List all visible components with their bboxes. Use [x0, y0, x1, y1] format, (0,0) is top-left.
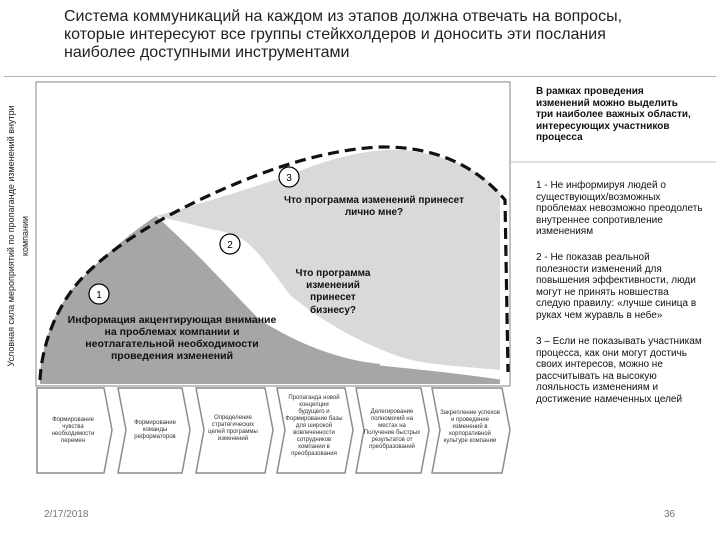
region-1-text: Информация акцентирующая внимание на про…: [68, 314, 277, 362]
title-line-2: которые интересуют все группы стейкхолде…: [64, 26, 606, 43]
svg-text:будущего и: будущего и: [298, 409, 329, 415]
svg-text:необходимости: необходимости: [52, 431, 95, 437]
svg-text:перемен: перемен: [61, 438, 85, 444]
footer-page-number: 36: [664, 509, 676, 520]
svg-text:Формирование: Формирование: [134, 420, 177, 426]
svg-text:сотрудников: сотрудников: [297, 437, 331, 443]
dashed-envelope: [38, 145, 510, 381]
svg-text:корпоративной: корпоративной: [449, 430, 491, 437]
stage-6-arrow: [431, 387, 511, 474]
svg-text:Делегирование: Делегирование: [371, 409, 414, 415]
stage-4-label: Пропаганда новой концепции будущего и Фо…: [285, 394, 342, 457]
stage-6-label: Закрепление успехов и проведение изменен…: [440, 410, 500, 444]
svg-text:неотлагательной необходимости: неотлагательной необходимости: [85, 338, 258, 350]
svg-text:полномочий на: полномочий на: [371, 415, 414, 422]
svg-text:преобразований: преобразований: [369, 443, 415, 450]
title-line-3: наиболее доступными инструментами: [64, 44, 350, 61]
svg-text:вовлеченности: вовлеченности: [293, 430, 335, 436]
stage-1-label: Формирование чувства необходимости перем…: [52, 417, 95, 444]
svg-text:Что программа изменений принес: Что программа изменений принесет: [284, 195, 464, 206]
svg-text:изменений в: изменений в: [452, 423, 487, 430]
svg-text:и проведение: и проведение: [451, 417, 490, 423]
region-3-text: Что программа изменений принесет лично м…: [284, 195, 464, 218]
region-3-area: [156, 149, 500, 370]
svg-text:культуре компании: культуре компании: [444, 438, 497, 444]
y-axis-label-line2: компании: [20, 216, 30, 256]
y-axis-label-line1: Условная сила мероприятий по пропаганде …: [6, 105, 16, 366]
svg-text:Закрепление успехов: Закрепление успехов: [440, 410, 500, 416]
stage-4-arrow: [276, 387, 354, 474]
svg-text:стратегических: стратегических: [212, 422, 254, 428]
svg-text:концепции: концепции: [299, 402, 328, 408]
svg-text:целей программы: целей программы: [208, 428, 258, 435]
footer-date: 2/17/2018: [44, 509, 89, 520]
svg-text:Определение: Определение: [214, 415, 253, 421]
region-1-area: [40, 216, 500, 384]
svg-text:Формирование базы: Формирование базы: [285, 416, 342, 422]
marker-1: 1: [88, 283, 110, 305]
svg-text:на проблемах компании и: на проблемах компании и: [105, 326, 240, 338]
svg-text:реформаторов: реформаторов: [134, 434, 176, 440]
panel-heading: В рамках проведения изменений можно выде…: [536, 86, 691, 144]
stage-3-label: Определение стратегических целей програм…: [208, 415, 258, 442]
svg-text:результатов от: результатов от: [372, 437, 413, 443]
svg-text:Пропаганда новой: Пропаганда новой: [288, 394, 339, 401]
svg-text:преобразования: преобразования: [291, 451, 337, 457]
stage-5-label: Делегирование полномочий на местах на По…: [364, 409, 420, 450]
svg-text:изменений: изменений: [306, 280, 360, 291]
svg-text:местах на: местах на: [378, 423, 406, 429]
region-2-text: Что программа изменений принесет бизнесу…: [296, 268, 371, 316]
title-line-1: Система коммуникаций на каждом из этапов…: [64, 8, 623, 25]
panel-item-2: 2 - Не показав реальной полезности измен…: [536, 252, 697, 321]
marker-2: 2: [219, 233, 241, 255]
stage-1-arrow: [36, 387, 113, 474]
stage-2-arrow: [117, 387, 191, 474]
svg-text:3: 3: [286, 173, 292, 184]
svg-text:лично мне?: лично мне?: [345, 207, 403, 218]
svg-text:для широкой: для широкой: [296, 422, 332, 429]
diagram-frame: [35, 81, 511, 387]
svg-text:Информация акцентирующая внима: Информация акцентирующая внимание: [68, 314, 277, 326]
stage-arrows: [36, 387, 511, 474]
svg-text:Формирование: Формирование: [52, 417, 95, 423]
slide-title: Система коммуникаций на каждом из этапов…: [64, 8, 704, 62]
svg-text:изменений: изменений: [218, 435, 248, 442]
svg-text:1: 1: [96, 290, 102, 301]
svg-text:чувства: чувства: [62, 424, 84, 430]
svg-text:2: 2: [227, 240, 233, 251]
title-divider: [4, 76, 716, 77]
marker-3: 3: [278, 166, 300, 188]
stage-5-arrow: [355, 387, 430, 474]
stage-3-arrow: [195, 387, 274, 474]
svg-text:компании в: компании в: [298, 444, 330, 450]
svg-text:принесет: принесет: [310, 292, 356, 303]
y-axis-label: Условная сила мероприятий по пропаганде …: [6, 105, 30, 366]
svg-text:Получение быстрых: Получение быстрых: [364, 430, 420, 436]
svg-text:команды: команды: [143, 427, 168, 433]
panel-item-3: 3 – Если не показывать участникам процес…: [536, 336, 702, 405]
svg-text:Что программа: Что программа: [296, 268, 371, 279]
svg-text:проведения изменений: проведения изменений: [111, 350, 233, 362]
panel-item-1: 1 - Не информируя людей о существующих/в…: [536, 180, 703, 238]
region-1-edge: [379, 362, 501, 380]
svg-text:бизнесу?: бизнесу?: [310, 304, 356, 316]
stage-2-label: Формирование команды реформаторов: [134, 420, 177, 440]
